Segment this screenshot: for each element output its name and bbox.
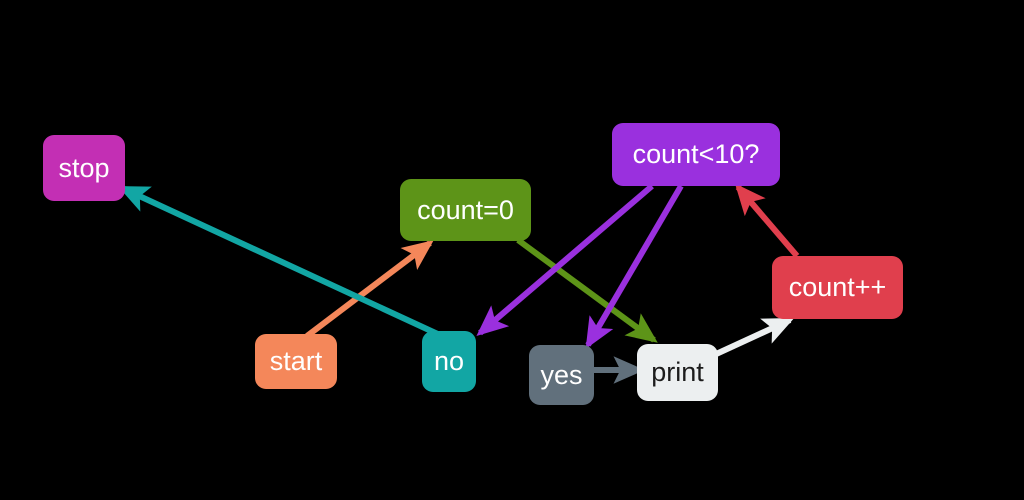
graph-node-label-count_pp: count++ [788, 272, 887, 302]
graph-node-no[interactable]: no [422, 331, 476, 392]
graph-node-stop[interactable]: stop [43, 135, 125, 201]
graph-node-label-count_lt_10: count<10? [632, 139, 760, 169]
edge-no-to-stop [117, 185, 444, 339]
edge-count0-to-print [516, 237, 658, 343]
graph-node-count_lt_10[interactable]: count<10? [612, 123, 780, 186]
graph-node-print[interactable]: print [637, 344, 718, 401]
graph-node-start[interactable]: start [255, 334, 337, 389]
graph-node-label-yes: yes [540, 359, 583, 390]
edge-count_lt_10-to-yes [585, 184, 684, 350]
graph-node-count_pp[interactable]: count++ [772, 256, 903, 319]
graph-node-label-count0: count=0 [417, 194, 514, 225]
edge-count_pp-to-count_lt_10 [734, 183, 800, 258]
graph-node-label-start: start [269, 346, 323, 376]
graph-node-label-print: print [651, 357, 704, 387]
edge-print-to-count_pp [712, 317, 795, 358]
edge-start-to-count0 [305, 240, 434, 339]
graph-node-count0[interactable]: count=0 [400, 179, 531, 241]
graph-node-label-stop: stop [58, 152, 110, 183]
graph-node-yes[interactable]: yes [529, 345, 594, 405]
graph-node-label-no: no [433, 346, 465, 376]
